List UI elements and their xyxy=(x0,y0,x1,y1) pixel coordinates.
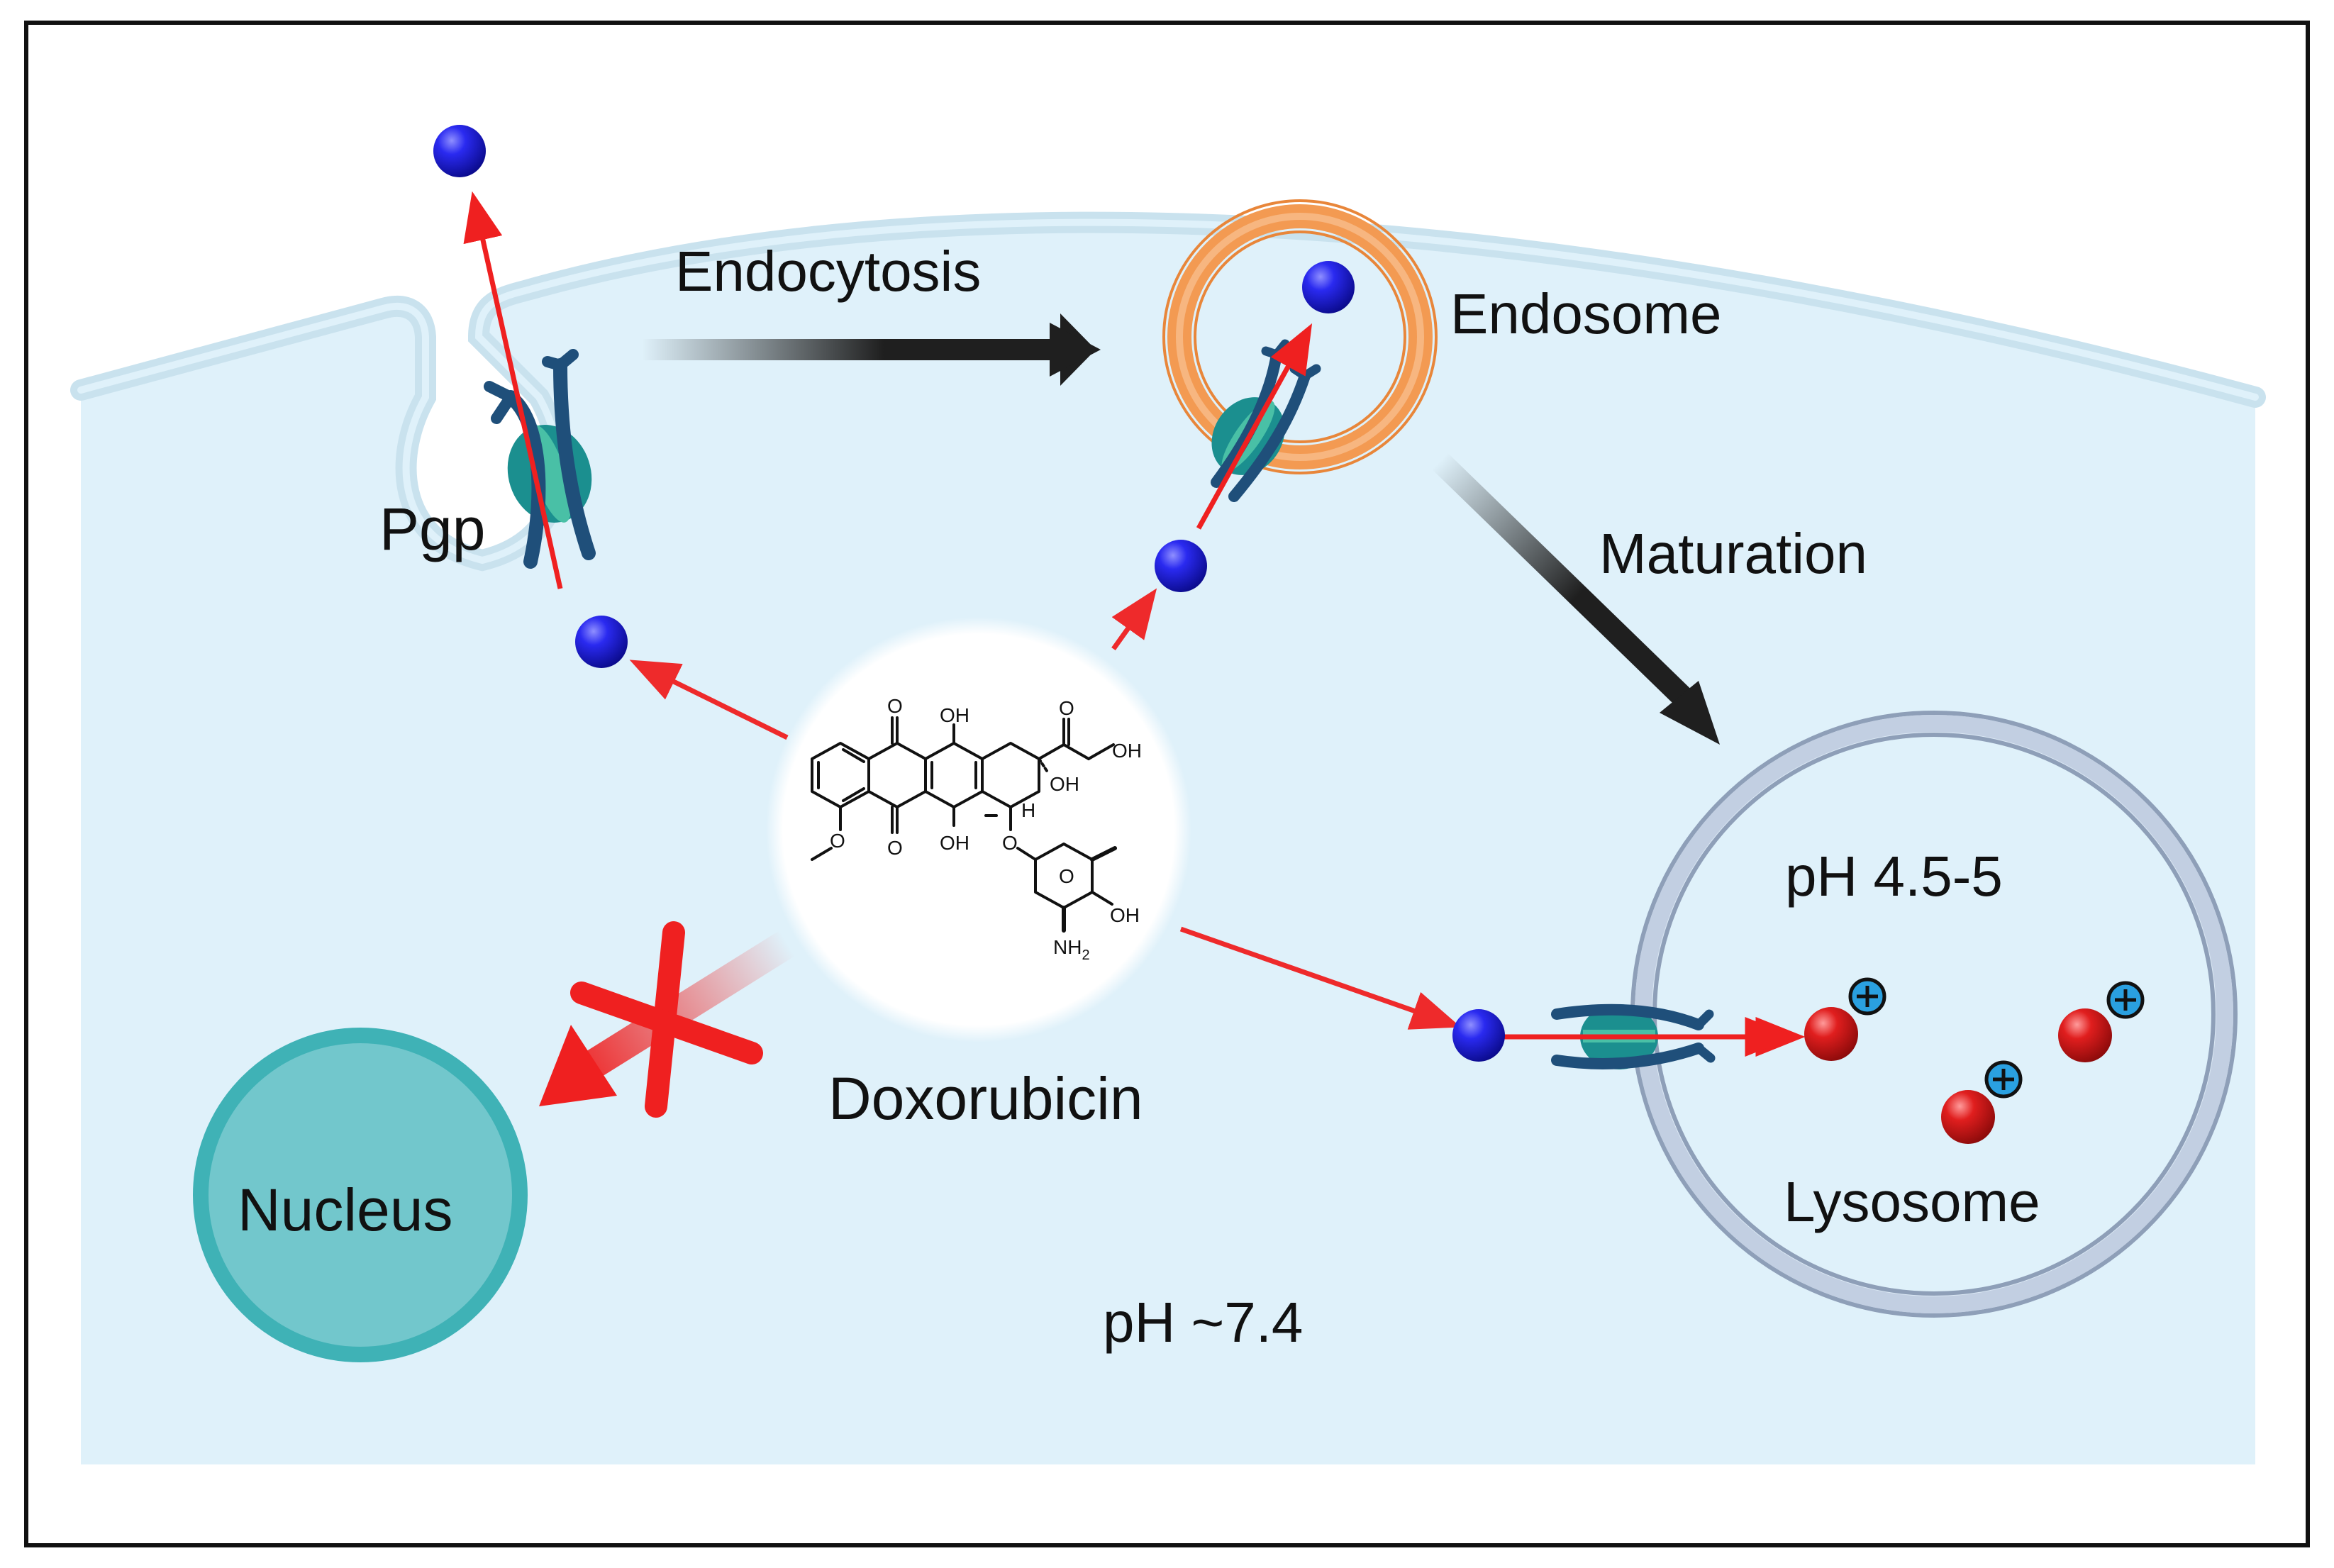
pgp-transporter xyxy=(484,349,596,569)
svg-text:H: H xyxy=(1021,799,1035,821)
drug-molecule xyxy=(1302,261,1355,313)
svg-text:O: O xyxy=(1002,832,1018,854)
cytosol-ph-label: pH ~7.4 xyxy=(1103,1291,1303,1354)
doxorubicin-disc xyxy=(766,617,1191,1042)
doxorubicin-structure-labels: O O OH OH O OH OH H O O O OH NH2 xyxy=(830,695,1142,963)
protonated-drug-molecules xyxy=(1804,1007,2112,1144)
blocked-cross-icon xyxy=(570,921,763,1118)
maturation-label: Maturation xyxy=(1599,522,1867,585)
protonated-molecule xyxy=(1941,1090,1995,1144)
svg-text:OH: OH xyxy=(1050,773,1079,795)
lysosome-ph-label: pH 4.5-5 xyxy=(1785,845,2003,908)
endosome-label: Endosome xyxy=(1450,282,1721,345)
protonated-molecule xyxy=(1804,1007,1858,1061)
svg-text:O: O xyxy=(887,695,903,717)
cell-membrane xyxy=(70,211,2266,572)
pgp-efflux-arrow xyxy=(463,191,563,589)
neutral-drug-molecules xyxy=(433,125,1505,1062)
protonated-molecule xyxy=(2058,1008,2112,1062)
plus-charge-icon xyxy=(1848,977,1886,1016)
doxorubicin-structure xyxy=(811,716,1117,933)
svg-text:O: O xyxy=(887,837,903,859)
doxorubicin-label: Doxorubicin xyxy=(828,1065,1143,1132)
nucleus-label: Nucleus xyxy=(238,1177,452,1243)
svg-text:OH: OH xyxy=(940,832,969,854)
plus-charge-icon xyxy=(2106,981,2145,1019)
svg-text:NH2: NH2 xyxy=(1053,936,1090,963)
positive-charge-icons xyxy=(1848,977,2145,1099)
svg-text:O: O xyxy=(1059,865,1074,887)
nucleus xyxy=(193,1028,528,1362)
endocytosis-label: Endocytosis xyxy=(675,240,981,303)
lysosome xyxy=(1630,711,2238,1318)
drug-molecule xyxy=(575,616,628,668)
pgp-label: Pgp xyxy=(379,496,485,562)
endosome-influx-arrow xyxy=(1196,323,1313,530)
svg-text:OH: OH xyxy=(1112,740,1142,762)
drug-molecule xyxy=(433,125,486,177)
svg-text:OH: OH xyxy=(1110,904,1140,926)
drug-molecule xyxy=(1155,540,1207,592)
lysosome-label: Lysosome xyxy=(1784,1170,2040,1233)
svg-text:O: O xyxy=(830,830,845,852)
endocytosis-arrow xyxy=(642,313,1101,386)
maturation-arrow xyxy=(1431,452,1720,745)
svg-text:O: O xyxy=(1059,697,1074,719)
blocked-nucleus-arrow xyxy=(539,930,796,1106)
endosome xyxy=(1162,199,1438,474)
plus-charge-icon xyxy=(1984,1060,2023,1099)
drug-molecule xyxy=(1452,1009,1505,1062)
svg-text:OH: OH xyxy=(940,704,969,726)
